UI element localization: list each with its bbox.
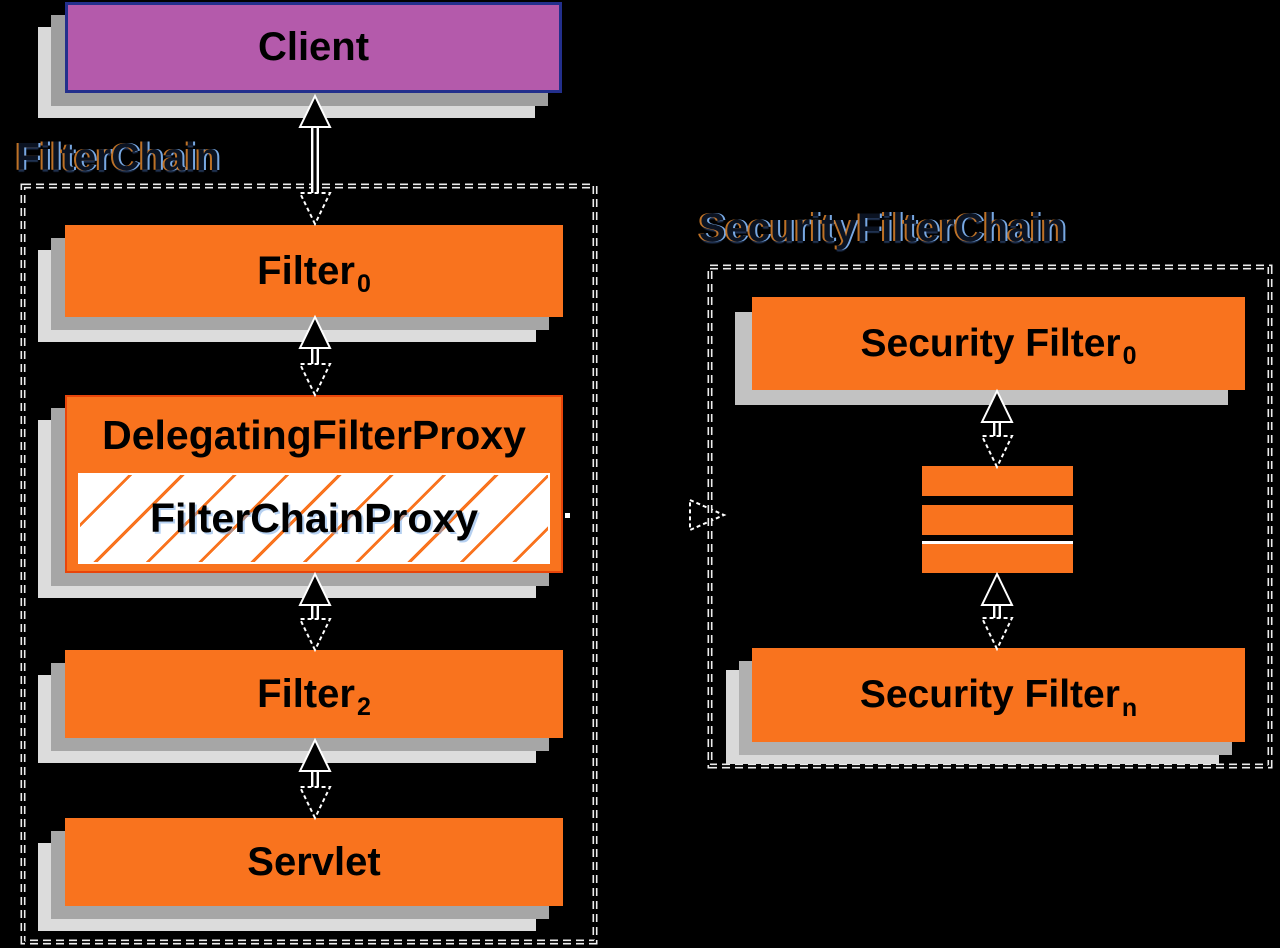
security-filter0-subscript: 0 — [1122, 342, 1137, 370]
double-arrow-filter0-dfp-icon — [298, 314, 332, 398]
security-filtern-subscript: n — [1121, 693, 1138, 722]
servlet-box: Servlet — [65, 818, 563, 906]
flow-arrowhead-icon — [689, 498, 727, 532]
servlet-label: Servlet — [247, 839, 381, 884]
security-filtern-box: Security Filter n — [752, 648, 1245, 742]
client-label: Client — [257, 25, 370, 69]
filter-stack-bar-2 — [922, 505, 1073, 535]
double-arrow-dfp-filter2-icon — [298, 571, 332, 653]
filter2-subscript: 2 — [356, 692, 371, 721]
filter2-label: Filter — [257, 671, 355, 716]
filter0-box: Filter 0 — [65, 225, 563, 317]
security-filtern-label: Security Filter — [859, 673, 1120, 716]
filter0-subscript: 0 — [356, 269, 371, 298]
connector-start-dot — [565, 513, 570, 518]
double-arrow-filter2-servlet-icon — [298, 737, 332, 821]
filterchain-container-border — [20, 183, 598, 945]
double-arrow-sf0-stack-icon — [980, 388, 1014, 470]
filterchain-label: FilterChain — [16, 136, 220, 179]
filter2-box: Filter 2 — [65, 650, 563, 738]
filter-chain-proxy-label: FilterChainProxy — [149, 495, 479, 541]
client-box: Client — [65, 2, 562, 93]
delegating-filter-proxy-label: DelegatingFilterProxy — [102, 411, 526, 458]
filter-stack-bar-3 — [922, 541, 1073, 573]
filter-chain-proxy-box: FilterChainProxy — [78, 473, 550, 564]
delegating-filter-proxy-box: DelegatingFilterProxy FilterChainProxy — [65, 395, 563, 573]
security-filterchain-container-border — [707, 264, 1273, 769]
double-arrow-client-filter0-icon — [298, 93, 332, 227]
security-filter0-label: Security Filter — [860, 321, 1121, 365]
security-filter0-box: Security Filter 0 — [752, 297, 1245, 390]
filter-stack-bar-1 — [922, 466, 1073, 496]
double-arrow-stack-sfn-icon — [980, 571, 1014, 652]
security-filterchain-label: SecurityFilterChain — [699, 206, 1066, 250]
filter0-label: Filter — [257, 248, 355, 293]
